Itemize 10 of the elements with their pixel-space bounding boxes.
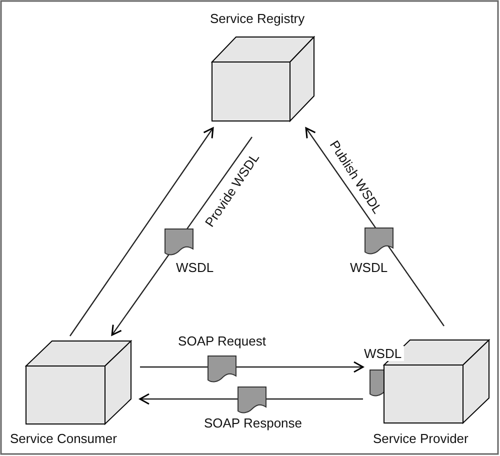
document-label: WSDL [362,346,404,361]
node-label: Service Consumer [10,431,117,446]
arrow [305,127,444,326]
edge-label: SOAP Response [204,416,302,430]
document-label: WSDL [350,260,388,275]
node-label: Service Registry [210,11,305,26]
node-label: Service Provider [373,431,468,446]
arrow [70,127,214,336]
document-label: WSDL [176,260,214,275]
edge-label: SOAP Request [178,334,266,348]
